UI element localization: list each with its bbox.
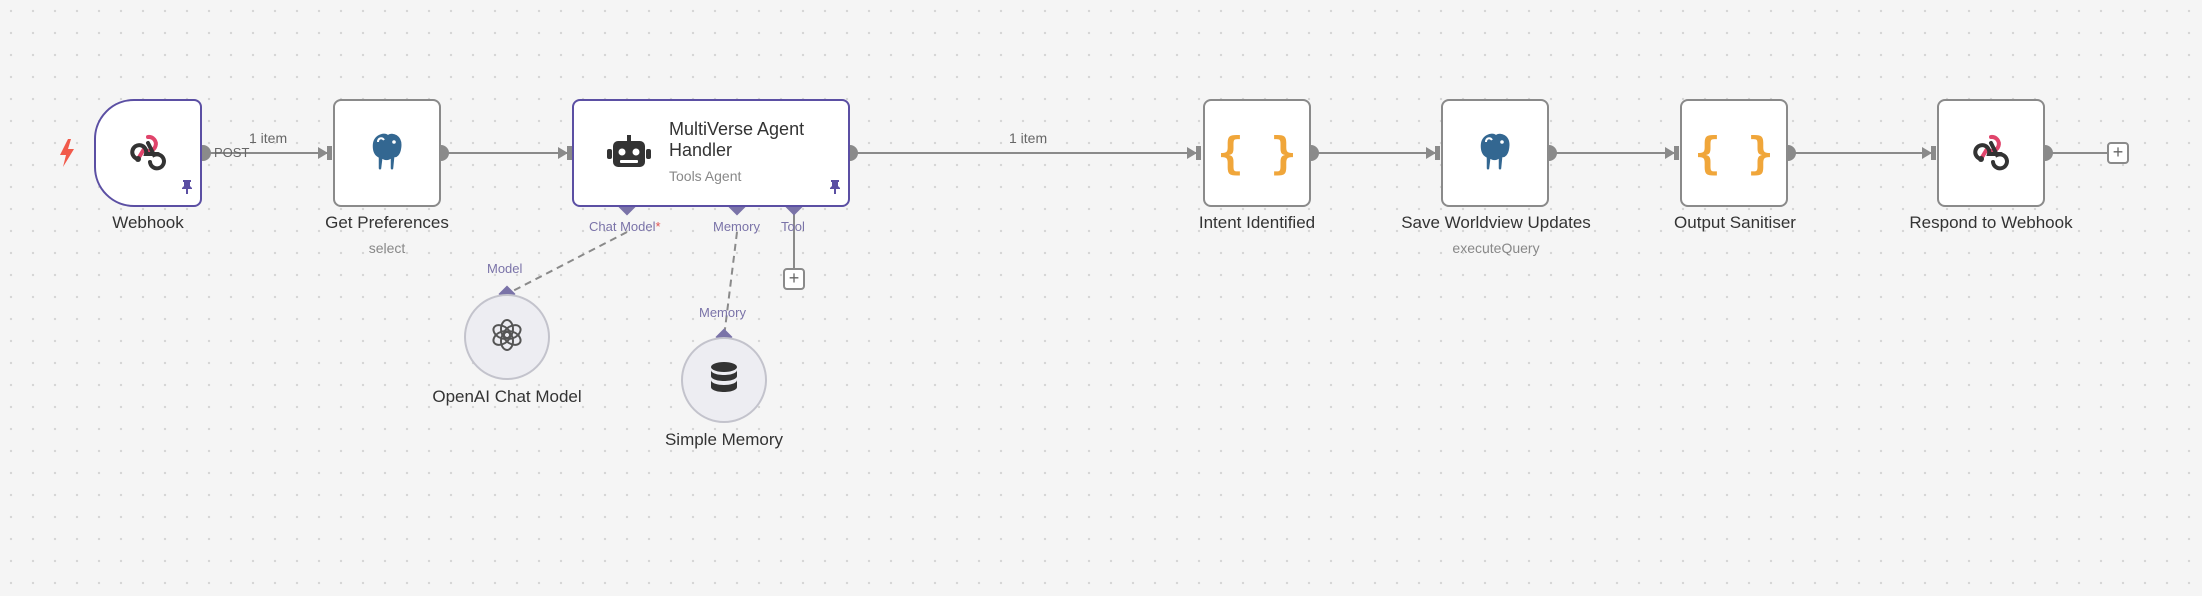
node-label-simple-memory: Simple Memory: [664, 430, 784, 449]
arrowhead: [1187, 147, 1197, 159]
node-label-openai: OpenAI Chat Model: [432, 387, 582, 406]
node-get-preferences[interactable]: [333, 99, 441, 207]
connection-memory-agent[interactable]: [723, 231, 738, 338]
node-simple-memory[interactable]: [681, 337, 767, 423]
postgres-elephant-icon: [1472, 128, 1518, 179]
agent-title: MultiVerse Agent Handler: [669, 119, 804, 161]
connection-item-count: 1 item: [249, 130, 288, 146]
node-webhook[interactable]: [94, 99, 202, 207]
robot-icon: [607, 135, 651, 180]
node-subtitle-save: executeQuery: [1452, 240, 1540, 256]
input-handle-sanitiser[interactable]: [1674, 146, 1679, 160]
agent-type: Tools Agent: [669, 168, 742, 184]
port-label-chat-model-text: Chat Model: [589, 219, 656, 234]
node-respond-to-webhook[interactable]: [1937, 99, 2045, 207]
webhook-icon: [1969, 129, 2013, 178]
curly-braces-icon: { }: [1694, 127, 1774, 179]
arrowhead: [1426, 147, 1436, 159]
openai-icon: [489, 317, 525, 358]
agent-title-line2: Handler: [669, 140, 733, 160]
node-output-sanitiser[interactable]: { }: [1680, 99, 1788, 207]
node-label-sanitiser: Output Sanitiser: [1674, 213, 1796, 232]
curly-braces-icon: { }: [1217, 127, 1297, 179]
add-node-button[interactable]: +: [2107, 142, 2129, 164]
node-openai-chat-model[interactable]: [464, 294, 550, 380]
node-label-intent: Intent Identified: [1198, 213, 1316, 232]
arrowhead: [558, 147, 568, 159]
agent-title-line1: MultiVerse Agent: [669, 119, 805, 139]
node-label-save: Save Worldview Updates: [1401, 213, 1591, 232]
port-label-chat-model: Chat Model*: [589, 219, 661, 234]
port-label-model: Model: [487, 261, 523, 276]
add-tool-button[interactable]: +: [783, 268, 805, 290]
port-label-memory-sub: Memory: [699, 305, 746, 320]
arrowhead: [1922, 147, 1932, 159]
port-label-memory: Memory: [713, 219, 760, 234]
node-agent[interactable]: MultiVerse Agent Handler Tools Agent: [572, 99, 850, 207]
node-subtitle-get-preferences: select: [368, 240, 406, 256]
input-handle-agent[interactable]: [567, 146, 572, 160]
input-handle-intent[interactable]: [1196, 146, 1201, 160]
required-marker: *: [655, 219, 661, 234]
webhook-method-label: POST: [214, 145, 250, 160]
webhook-icon: [126, 129, 170, 178]
input-handle-prefs[interactable]: [327, 146, 332, 160]
input-handle-respond[interactable]: [1931, 146, 1936, 160]
port-label-tool: Tool: [781, 219, 805, 234]
arrowhead: [1665, 147, 1675, 159]
node-intent-identified[interactable]: { }: [1203, 99, 1311, 207]
node-label-webhook: Webhook: [112, 213, 184, 232]
bolt-icon: [58, 139, 76, 172]
node-label-get-preferences: Get Preferences: [325, 213, 449, 232]
connection-item-count: 1 item: [1009, 130, 1048, 146]
node-label-respond: Respond to Webhook: [1909, 213, 2073, 232]
arrowhead: [318, 147, 328, 159]
postgres-elephant-icon: [364, 128, 410, 179]
input-handle-save[interactable]: [1435, 146, 1440, 160]
pin-icon[interactable]: [827, 179, 843, 200]
node-save-worldview[interactable]: [1441, 99, 1549, 207]
pin-icon[interactable]: [179, 179, 195, 200]
connection-model-agent[interactable]: [506, 231, 628, 295]
database-icon: [709, 361, 739, 400]
